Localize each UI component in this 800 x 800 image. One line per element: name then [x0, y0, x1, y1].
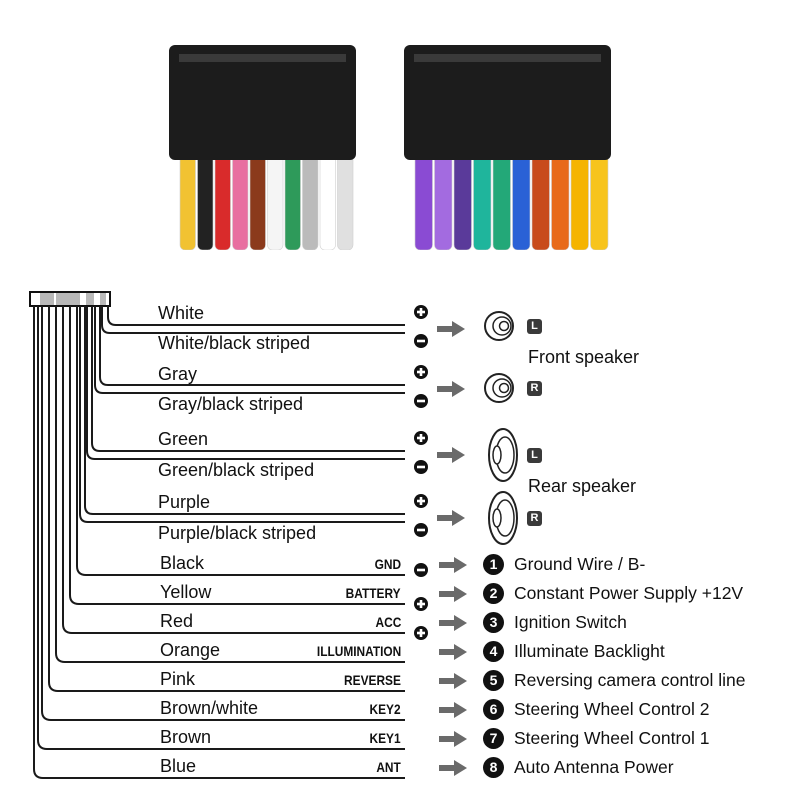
arrow-icon	[439, 673, 467, 689]
step-number-badge: 2	[483, 583, 504, 604]
wire-14	[41, 306, 405, 721]
polarity-icon	[414, 597, 428, 611]
step-number-badge: 5	[483, 670, 504, 691]
arrow-icon	[437, 510, 465, 526]
wire-1	[107, 306, 405, 326]
wire-15	[37, 306, 405, 750]
function-description-8: Auto Antenna Power	[514, 757, 674, 777]
wire-label-4: Gray/black striped	[158, 394, 304, 414]
function-description-2: Constant Power Supply +12V	[514, 583, 744, 603]
right-channel-badge: R	[527, 511, 542, 526]
function-description-1: Ground Wire / B-	[514, 554, 646, 574]
right-harness-photo	[404, 45, 611, 250]
round-speaker-icon	[484, 311, 514, 341]
step-number-badge: 4	[483, 641, 504, 662]
round-speaker-icon	[484, 373, 514, 403]
polarity-icon	[414, 563, 428, 577]
wire-label-16: Blue	[160, 756, 197, 776]
wire-label-12: Orange	[160, 640, 221, 660]
arrow-icon	[437, 447, 465, 463]
harness-connector-housing	[404, 45, 611, 160]
function-label-8: ANT	[376, 759, 401, 775]
arrow-icon	[439, 644, 467, 660]
wire-13	[48, 306, 405, 692]
wire-11	[62, 306, 405, 634]
harness-connector-housing	[169, 45, 356, 160]
left-channel-badge: L	[527, 448, 542, 463]
oval-speaker-icon	[488, 491, 518, 545]
wire-label-11: Red	[160, 611, 194, 631]
function-label-6: KEY2	[369, 701, 401, 717]
wire-label-1: White	[158, 303, 205, 323]
wire-label-7: Purple	[158, 492, 211, 512]
function-label-3: ACC	[375, 614, 401, 630]
right-channel-badge: R	[527, 381, 542, 396]
polarity-icon	[414, 431, 428, 445]
function-description-7: Steering Wheel Control 1	[514, 728, 710, 748]
polarity-icon	[414, 626, 428, 640]
step-number-badge: 1	[483, 554, 504, 575]
wire-label-10: Yellow	[160, 582, 212, 602]
polarity-icon	[414, 394, 428, 408]
oval-speaker-icon	[488, 428, 518, 482]
wire-9	[76, 306, 405, 576]
wire-label-3: Gray	[158, 364, 198, 384]
wire-label-14: Brown/white	[160, 698, 259, 718]
wire-label-15: Brown	[160, 727, 212, 747]
wire-label-13: Pink	[160, 669, 196, 689]
function-label-2: BATTERY	[346, 585, 401, 601]
function-description-6: Steering Wheel Control 2	[514, 699, 710, 719]
polarity-icon	[414, 365, 428, 379]
left-harness-photo	[169, 45, 356, 250]
wire-label-6: Green/black striped	[158, 460, 315, 480]
left-channel-badge: L	[527, 319, 542, 334]
wire-16	[33, 306, 405, 779]
rear-speaker-caption: Rear speaker	[528, 476, 637, 496]
polarity-icon	[414, 305, 428, 319]
polarity-icon	[414, 460, 428, 474]
wire-7	[84, 306, 405, 515]
arrow-icon	[439, 557, 467, 573]
function-description-5: Reversing camera control line	[514, 670, 746, 690]
arrow-icon	[437, 321, 465, 337]
function-label-7: KEY1	[369, 730, 401, 746]
polarity-icon	[414, 523, 428, 537]
wire-6	[86, 306, 405, 460]
wire-label-9: Black	[160, 553, 205, 573]
function-description-4: Illuminate Backlight	[514, 641, 665, 661]
arrow-icon	[439, 731, 467, 747]
wire-label-5: Green	[158, 429, 209, 449]
wire-10	[69, 306, 405, 605]
wire-3	[99, 306, 405, 386]
front-speaker-caption: Front speaker	[528, 347, 640, 367]
step-number-badge: 6	[483, 699, 504, 720]
arrow-icon	[437, 381, 465, 397]
wire-4	[94, 306, 405, 394]
wire-5	[91, 306, 405, 452]
wire-8	[79, 306, 405, 523]
step-number-badge: 3	[483, 612, 504, 633]
wire-2	[101, 306, 405, 334]
function-label-1: GND	[374, 556, 401, 572]
connector-block	[29, 291, 111, 307]
step-number-badge: 8	[483, 757, 504, 778]
function-description-3: Ignition Switch	[514, 612, 627, 632]
polarity-icon	[414, 494, 428, 508]
polarity-icon	[414, 334, 428, 348]
arrow-icon	[439, 586, 467, 602]
wire-12	[55, 306, 405, 663]
step-number-badge: 7	[483, 728, 504, 749]
function-label-4: ILLUMINATION	[316, 643, 401, 659]
arrow-icon	[439, 702, 467, 718]
arrow-icon	[439, 615, 467, 631]
function-label-5: REVERSE	[344, 672, 401, 688]
wire-label-2: White/black striped	[158, 333, 311, 353]
wire-label-8: Purple/black striped	[158, 523, 317, 543]
arrow-icon	[439, 760, 467, 776]
